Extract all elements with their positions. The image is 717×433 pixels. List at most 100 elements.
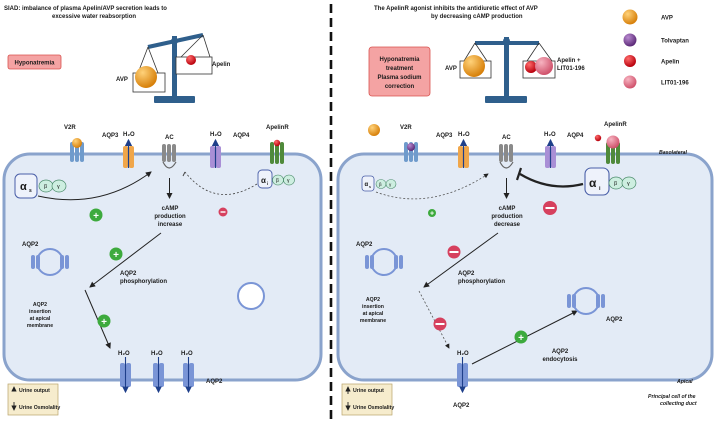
right-insert-line4: membrane: [360, 318, 386, 324]
right-endo-vesicle: [567, 287, 605, 315]
legend-avp-dot: [622, 9, 638, 25]
left-apelinr-label: ApelinR: [266, 125, 289, 131]
right-principal-line2: collecting duct: [660, 401, 697, 407]
right-alpha-i-sub: i: [599, 186, 601, 192]
svg-text:+: +: [518, 333, 524, 344]
right-camp-to-insertion-arrow: [423, 232, 499, 288]
legend-tolvaptan-label: Tolvaptan: [661, 39, 689, 45]
right-gi-protein: [584, 167, 637, 196]
legend-lit-dot: [623, 75, 637, 89]
right-balance-scale: [459, 37, 556, 103]
left-title-line1: SIAD: imbalance of plasma Apelin/AVP sec…: [4, 6, 167, 12]
right-aqp3-label: AQP3: [436, 133, 453, 139]
left-v2r-receptor: [70, 138, 84, 162]
right-scale-avp-ball: [463, 55, 485, 77]
right-alpha-s-sub: s: [369, 185, 371, 189]
legend-apelin-label: Apelin: [661, 60, 680, 66]
right-gs-to-ac-arrow: [375, 173, 489, 200]
right-endo-line1: AQP2: [552, 349, 569, 355]
right-plus-endocytosis: [514, 330, 528, 344]
right-urine-osmolality: Urine Osmolality: [353, 405, 394, 411]
right-apical-aqp2-label: AQP2: [453, 403, 470, 409]
left-condition-box: [7, 54, 62, 70]
right-apelinr-label: ApelinR: [604, 122, 627, 128]
left-gs-beta: β: [44, 184, 47, 190]
left-v2r-label: V2R: [64, 125, 76, 131]
right-phos-line1: AQP2: [458, 271, 475, 277]
left-alpha-s: α: [20, 181, 27, 193]
left-gs-gamma: γ: [57, 184, 60, 190]
left-gi-gamma: γ: [287, 178, 290, 184]
left-apical-aqp2-2: [153, 357, 164, 394]
right-scale-apelin-ball: [525, 61, 537, 73]
left-title-line2: excessive water reabsorption: [52, 14, 136, 20]
left-h2o-aqp3: H₂O: [123, 132, 135, 138]
right-scale-lit-ball: [535, 57, 553, 75]
right-insert-line1: AQP2: [366, 297, 380, 303]
right-apelinr-receptor: [606, 135, 620, 164]
left-balance-scale: [132, 33, 213, 103]
left-insert-line1: AQP2: [33, 302, 47, 308]
left-aqp3-channel: [123, 138, 134, 168]
right-endo-line2: endocytosis: [542, 357, 578, 363]
right-camp-line2: production: [491, 214, 523, 220]
left-insertion-arrow: [84, 289, 111, 349]
right-phos-line2: phosphorylation: [458, 279, 505, 285]
right-gs-protein: [361, 175, 397, 192]
left-phos-line1: AQP2: [120, 271, 137, 277]
left-scale-avp-ball: [135, 66, 157, 88]
left-gs-to-ac-arrow: [37, 171, 152, 201]
right-condition-line1: Hyponatremia: [379, 57, 420, 63]
right-scale-avp-label: AVP: [445, 66, 457, 72]
left-apical-h2o-2: H₂O: [151, 351, 163, 357]
svg-text:+: +: [113, 250, 119, 261]
right-principal-line1: Principal cell of the: [648, 394, 696, 400]
legend-avp-label: AVP: [661, 16, 673, 22]
left-aqp2-vesicle: [31, 248, 69, 276]
left-apical-h2o-3: H₂O: [181, 351, 193, 357]
left-insert-line3: at apical: [30, 316, 51, 322]
left-camp-to-insertion-arrow: [89, 232, 162, 288]
right-title-line2: by decreasing cAMP production: [431, 14, 523, 20]
left-condition-label: Hyponatremia: [14, 61, 55, 67]
left-camp-line2: production: [154, 214, 186, 220]
left-ac-enzyme: [162, 144, 177, 169]
left-vesicle-aqp2-label: AQP2: [22, 242, 39, 248]
right-endo-aqp2-label: AQP2: [606, 317, 623, 323]
legend: AVP Tolvaptan Apelin LIT01-196: [622, 9, 689, 89]
right-aqp4-channel: [545, 138, 556, 168]
right-gi-inhibit-line: [519, 173, 584, 188]
left-camp-line3: increase: [158, 222, 183, 228]
right-ac-label: AC: [502, 135, 511, 141]
legend-tolvaptan-dot: [623, 33, 637, 47]
left-urine-osmolality: Urine Osmolality: [19, 405, 60, 411]
right-gi-beta: β: [614, 181, 617, 187]
right-ac-enzyme: [499, 144, 514, 169]
left-insert-line4: membrane: [27, 323, 53, 329]
right-urine-output: Urine output: [353, 388, 384, 394]
left-aqp4-channel: [210, 138, 221, 168]
left-gi-beta: β: [276, 178, 279, 184]
left-scale-apelin-ball: [186, 55, 196, 65]
right-free-avp: [368, 124, 380, 136]
left-ac-label: AC: [165, 135, 174, 141]
right-alpha-s: α: [365, 182, 369, 188]
right-gi-gamma: γ: [627, 181, 630, 187]
right-basolateral-label: Basolateral: [659, 150, 688, 156]
left-scale-apelin-label: Apelin: [212, 62, 231, 68]
right-h2o-aqp4: H₂O: [544, 132, 556, 138]
left-apelinr-receptor: [270, 139, 284, 164]
right-panel: The ApelinR agonist inhibits the antidiu…: [336, 6, 714, 416]
right-gs-gamma: γ: [389, 182, 392, 187]
left-aqp4-label: AQP4: [233, 133, 250, 139]
left-alpha-i-sub: i: [267, 181, 268, 186]
left-alpha-s-sub: s: [29, 188, 32, 194]
right-insertion-arrow: [418, 290, 450, 349]
left-plus-insertion: [97, 314, 111, 328]
left-phos-line2: phosphorylation: [120, 279, 167, 285]
right-apical-h2o: H₂O: [457, 351, 469, 357]
left-scale-avp-label: AVP: [116, 77, 128, 83]
left-apical-aqp2-1: [120, 357, 131, 394]
